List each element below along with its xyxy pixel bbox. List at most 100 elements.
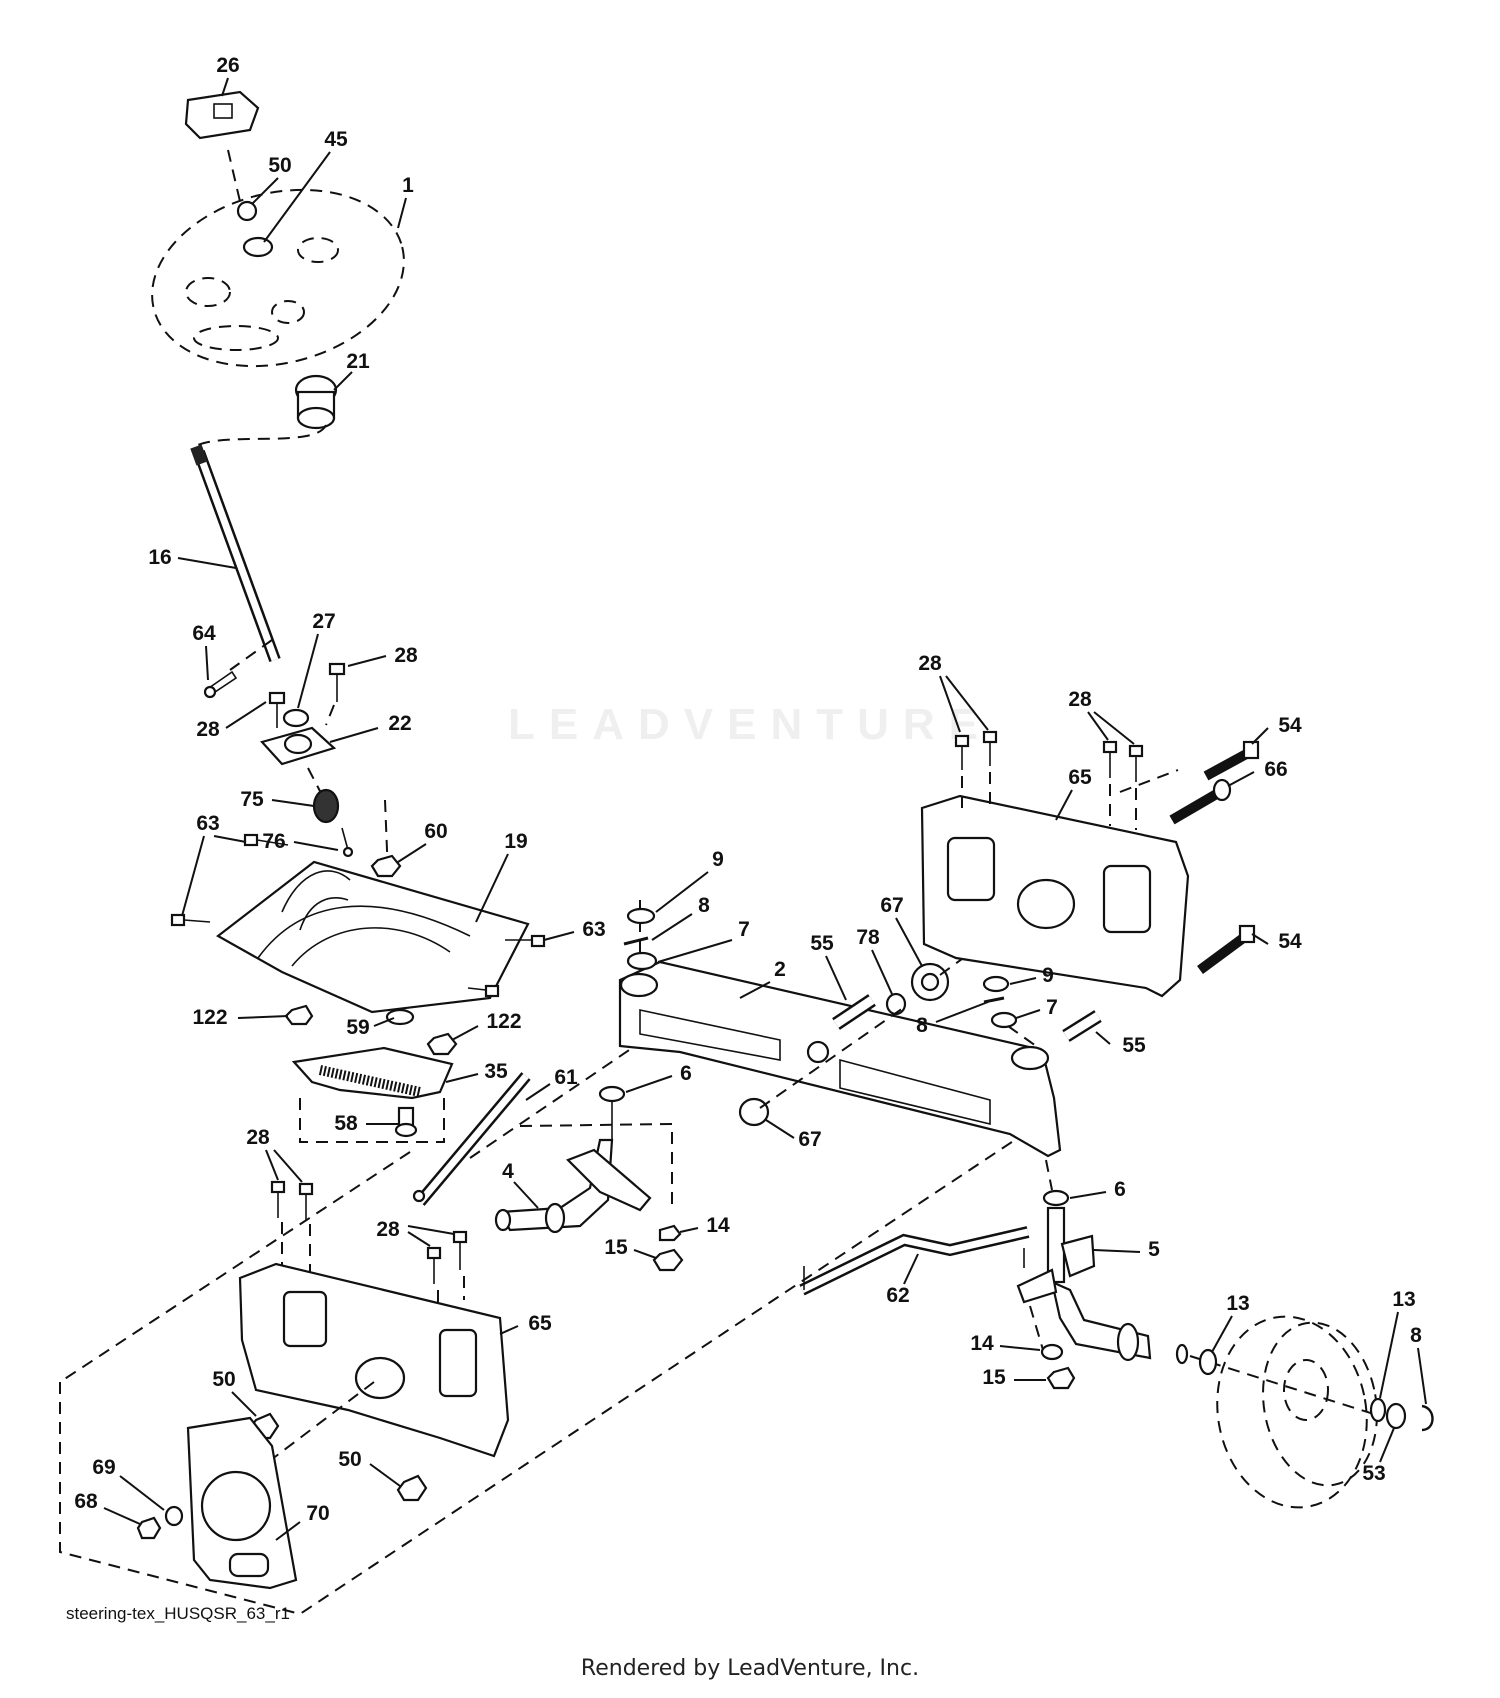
callout-54-label: 54 (1278, 714, 1302, 737)
callout-78: 78 (856, 926, 893, 995)
callout-75-label: 75 (240, 788, 264, 811)
callout-28: 28 (246, 1126, 303, 1183)
callout-122: 122 (451, 1010, 522, 1041)
cap-part (982, 975, 1010, 993)
callout-13-label: 13 (1392, 1288, 1415, 1311)
callout-7: 7 (1015, 996, 1058, 1019)
callout-55-label: 55 (1122, 1034, 1146, 1057)
callout-9: 9 (1009, 964, 1054, 987)
callout-54: 54 (1251, 714, 1302, 745)
retaining-ring-part (623, 936, 649, 946)
bushing-part (1042, 1189, 1070, 1207)
callout-4: 4 (502, 1160, 539, 1209)
callout-66-label: 66 (1264, 758, 1287, 781)
callout-2: 2 (739, 958, 786, 999)
callout-15: 15 (982, 1366, 1046, 1389)
callout-122-label: 122 (192, 1006, 227, 1029)
callout-55-label: 55 (810, 932, 834, 955)
callout-14-label: 14 (706, 1214, 730, 1237)
callout-64: 64 (192, 622, 216, 681)
callout-9-label: 9 (1042, 964, 1054, 987)
cover-plate-part (186, 1416, 298, 1590)
callout-6: 6 (625, 1062, 692, 1093)
callout-13: 13 (1211, 1292, 1250, 1353)
callout-63: 63 (543, 918, 606, 941)
callout-28-label: 28 (1068, 688, 1092, 711)
callout-28-label: 28 (246, 1126, 270, 1149)
callout-50-label: 50 (212, 1368, 235, 1391)
callout-6-label: 6 (680, 1062, 692, 1085)
bolt-part (268, 691, 286, 728)
bolt-part (1102, 740, 1118, 778)
callout-19: 19 (475, 830, 528, 923)
callout-50-label: 50 (338, 1448, 361, 1471)
callout-2-label: 2 (774, 958, 786, 981)
nut-part (652, 1248, 684, 1272)
flange-nut-part (396, 1474, 428, 1502)
bolt-part (954, 734, 970, 770)
callout-27: 27 (297, 610, 336, 709)
callout-63-label: 63 (196, 812, 219, 835)
bushing-part (626, 951, 658, 971)
callout-65: 65 (1055, 766, 1092, 821)
callout-7-label: 7 (738, 918, 750, 941)
callout-8: 8 (651, 894, 710, 941)
callout-67-label: 67 (798, 1128, 821, 1151)
callout-55: 55 (810, 932, 847, 1001)
callout-62-label: 62 (886, 1284, 909, 1307)
pinion-gear-part (312, 788, 340, 824)
steering-cap-part (184, 90, 260, 140)
callout-64-label: 64 (192, 622, 216, 645)
washer-part (1040, 1343, 1064, 1361)
washer-part (1198, 1348, 1218, 1376)
callout-8: 8 (1410, 1324, 1427, 1405)
tie-rod-part (799, 1226, 1030, 1296)
callout-28-label: 28 (918, 652, 942, 675)
axle-mount-bracket-right-part (920, 794, 1190, 998)
flange-nut-part (426, 1032, 458, 1056)
washer-part (1385, 1402, 1407, 1430)
callout-59: 59 (346, 1016, 395, 1039)
footer-credit: Rendered by LeadVenture, Inc. (580, 1656, 920, 1681)
pivot-pin-part (1062, 1010, 1102, 1042)
shoulder-bolt-part (1169, 778, 1232, 825)
leadventure-watermark: LEADVENTURE (470, 700, 1030, 750)
callout-21-label: 21 (346, 350, 370, 373)
washer-part (164, 1505, 184, 1527)
steering-arm-part (1016, 1248, 1058, 1304)
bolt-part (1203, 740, 1260, 781)
callout-76: 76 (262, 830, 339, 853)
callout-66: 66 (1227, 758, 1288, 787)
callout-62: 62 (886, 1253, 919, 1307)
bushing-part (738, 1097, 770, 1127)
hairpin-clip-part (203, 670, 238, 699)
callout-15-label: 15 (982, 1366, 1006, 1389)
bolt-part (170, 913, 211, 927)
callout-59-label: 59 (346, 1016, 369, 1039)
callout-68: 68 (74, 1490, 141, 1525)
callout-65: 65 (499, 1312, 552, 1335)
steering-wheel-part (151, 188, 405, 368)
bolt-part (270, 1180, 286, 1218)
callout-67: 67 (765, 1119, 822, 1151)
callout-50: 50 (251, 154, 292, 205)
bushing-part (990, 1011, 1018, 1029)
washer-part (242, 236, 274, 258)
callout-60-label: 60 (424, 820, 447, 843)
callout-69: 69 (92, 1456, 165, 1511)
watermark-text: LEADVENTURE (507, 700, 993, 749)
callout-19-label: 19 (504, 830, 527, 853)
callout-45: 45 (263, 128, 348, 243)
callout-9: 9 (655, 848, 724, 913)
callout-28: 28 (1068, 688, 1135, 745)
bolt-part (328, 662, 346, 702)
callout-27-label: 27 (312, 610, 335, 633)
callout-5-label: 5 (1148, 1238, 1160, 1261)
callout-15: 15 (604, 1236, 657, 1259)
bolt-part (982, 730, 998, 766)
callout-28: 28 (347, 644, 418, 667)
callout-13: 13 (1379, 1288, 1416, 1399)
retaining-ring-part (1421, 1404, 1434, 1432)
callout-58-label: 58 (334, 1112, 358, 1135)
callout-50-label: 50 (268, 154, 291, 177)
